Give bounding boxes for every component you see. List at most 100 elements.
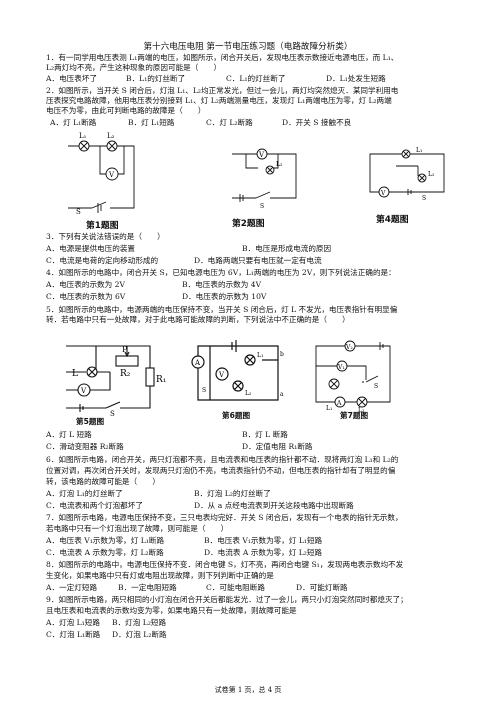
fig7-label-l1: L₁ — [326, 405, 332, 412]
figure-4-circuit: L₁ L₂ V S — [369, 147, 445, 202]
q2-option-c[interactable]: C．灯 L₂断路 — [206, 118, 253, 127]
q6-text-line1: 6．如图所示电路，闭合开关，两只灯泡都不亮，且电流表和电压表的指针都不动．现将两… — [46, 455, 399, 464]
fig7-label-v2: V₂ — [345, 344, 353, 351]
fig6-label-s: S — [202, 387, 206, 394]
q7-option-d[interactable]: D．电流表 A 示数为零，灯 L₂短路 — [204, 548, 323, 557]
q4-options-row1: A．电压表的示数为 2V B．电压表的示数为 4V — [46, 280, 458, 290]
q7-option-c[interactable]: C．电流表 A 示数为零，灯 L₂断路 — [46, 548, 164, 557]
q9-option-c[interactable]: C．灯泡 L₁断路 — [46, 630, 101, 639]
fig4-label-s: S — [422, 195, 426, 202]
q2-text-line3: 电压不为零，由此可判断电路的故障是（ ） — [46, 106, 206, 115]
fig4-label-v: V — [380, 190, 386, 197]
q6-option-a[interactable]: A．灯泡 L₁的灯丝断了 — [46, 489, 123, 498]
q9-options-row1: A．灯泡 L₁短路 B．灯泡 L₂短路 — [46, 618, 458, 628]
q8-option-d[interactable]: D．可能灯断路 — [296, 583, 348, 592]
q6-text-line2: 位置对调，再次闭合开关时，发现两只灯泡仍不亮，电流表指针仍不动，但电压表的指针却… — [46, 466, 396, 475]
q9-text-line1: 9．如图所示电路，两只相同的小灯泡在闭合开关后都能发光．过了一会儿，两只小灯泡突… — [46, 595, 408, 604]
q3-option-a[interactable]: A．电源是提供电压的装置 — [46, 244, 136, 253]
q6-option-c[interactable]: C．电流表和两个灯泡都坏了 — [46, 501, 143, 510]
q5-option-b[interactable]: B．灯 L 断路 — [242, 430, 288, 439]
figure-5-caption: 第5题图 — [76, 417, 105, 426]
fig7-label-s: S — [374, 383, 378, 390]
q1-text-line2: L₂两灯均不亮，产生这种现象的原因可能是（ ） — [46, 63, 222, 72]
fig7-label-a: A — [336, 400, 342, 407]
page-title: 第十六电压电阻 第一节电压练习题（电路故障分析类） — [143, 42, 353, 52]
q8-option-c[interactable]: C．可能电阻断路 — [206, 583, 265, 592]
q4-option-a[interactable]: A．电压表的示数为 2V — [46, 280, 125, 289]
q3-options-row1: A．电源是提供电压的装置 B．电压是形成电流的原因 — [46, 244, 458, 254]
q5-option-d[interactable]: D．定值电阻 R₁断路 — [242, 442, 313, 451]
q1-options: A．电压表坏了 B．L₁的灯丝断了 C．L₁的灯丝断了 D．L₁处发生短路 — [46, 74, 458, 84]
figure-2-circuit: V L₂ S — [232, 148, 297, 210]
fig1-label-s: S — [76, 208, 81, 216]
fig4-label-l1: L₁ — [416, 147, 422, 154]
figure-6-caption: 第6题图 — [222, 411, 251, 420]
q2-text-line2: 压表探究电路故障，他用电压表分别接到 L₁、灯 L₂两端测量电压，发现灯 L₁两… — [46, 96, 392, 105]
q4-options-row2: C．电压表的示数为 6V D．电压表的示数为 10V — [46, 292, 458, 302]
q5-text-line1: 5．如图所示的电路中，电源两端的电压保持不变，当开关 S 闭合后，灯 L 不发光… — [46, 305, 398, 314]
q6-option-d[interactable]: D．从 a 点经电流表到开关这段电路中出现断路 — [194, 501, 354, 510]
fig2-label-l2: L₂ — [276, 161, 283, 168]
q1-option-c[interactable]: C．L₁的灯丝断了 — [226, 74, 286, 83]
fig4-label-l2: L₂ — [428, 171, 435, 178]
q1-option-a[interactable]: A．电压表坏了 — [46, 74, 98, 83]
fig5-label-v: V — [80, 387, 87, 395]
fig5-label-s: S — [110, 410, 115, 416]
q4-option-d[interactable]: D．电压表的示数为 10V — [182, 292, 267, 301]
fig1-label-l2: L₂ — [107, 132, 115, 140]
q5-text-line2: 转．若电路中只有一处故障，对于此电路可能故障的判断，下列说法中不正确的是（ ） — [46, 315, 350, 324]
q3-option-c[interactable]: C．电流是电荷的定向移动形成的 — [46, 256, 159, 265]
q2-option-b[interactable]: B．灯 L₁短路 — [128, 118, 175, 127]
q2-option-a[interactable]: A．灯 L₁断路 — [50, 118, 97, 127]
q7-option-a[interactable]: A．电压表 V₁示数为零，灯 L₁断路 — [46, 536, 165, 545]
q8-option-b[interactable]: B．一定电阻短路 — [118, 583, 177, 592]
q3-option-b[interactable]: B．电压是形成电流的原因 — [242, 244, 332, 253]
q1-option-b[interactable]: B．L₁的灯丝断了 — [126, 74, 186, 83]
q4-text: 4．如图所示的电路中，闭合开关 S，已知电源电压为 6V，L₁两端的电压为 2V… — [46, 268, 396, 277]
q3-text: 3．下列有关说法错误的是（ ） — [46, 232, 165, 241]
fig5-label-r2: R₂ — [120, 369, 131, 379]
q8-option-a[interactable]: A．一定灯短路 — [46, 583, 98, 592]
figure-5-circuit: L P R₂ R₁ V S — [66, 345, 166, 416]
fig5-label-p: P — [122, 345, 128, 354]
q5-options-row1: A．灯 L 短路 B．灯 L 断路 — [46, 430, 458, 440]
q9-option-a[interactable]: A．灯泡 L₁短路 — [46, 618, 100, 627]
q5-option-a[interactable]: A．灯 L 短路 — [46, 430, 92, 439]
fig1-label-l1: L₁ — [79, 132, 87, 140]
q2-text-line1: 2．如图所示，当开关 S 闭合后，灯泡 L₁、L₂均正常发光，但过一会儿，两灯均… — [46, 86, 399, 95]
q7-options-row2: C．电流表 A 示数为零，灯 L₂断路 D．电流表 A 示数为零，灯 L₂短路 — [46, 548, 458, 558]
q9-option-b[interactable]: B．灯泡 L₂短路 — [112, 618, 167, 627]
fig5-label-l: L — [72, 369, 78, 379]
figure-4-caption: 第4题图 — [376, 215, 409, 225]
q5-option-c[interactable]: C．滑动变阻器 R₂断路 — [46, 442, 124, 451]
figure-1-caption: 第1题图 — [86, 221, 119, 231]
q8-text-line2: 生变化，如果电路中只有灯或电阻出现故障，则下列判断中正确的是 — [46, 571, 274, 580]
q2-options: A．灯 L₁断路 B．灯 L₁短路 C．灯 L₂断路 D．开关 S 接触不良 — [46, 118, 458, 128]
fig5-label-r1: R₁ — [156, 375, 166, 385]
q7-options-row1: A．电压表 V₁示数为零，灯 L₁断路 B．电压表 V₁示数为零，灯 L₁短路 — [46, 536, 458, 546]
q9-option-d[interactable]: D．灯泡 L₂断路 — [112, 630, 167, 639]
q5-options-row2: C．滑动变阻器 R₂断路 D．定值电阻 R₁断路 — [46, 442, 458, 452]
q8-options: A．一定灯短路 B．一定电阻短路 C．可能电阻断路 D．可能灯断路 — [46, 583, 458, 593]
q9-options-row2: C．灯泡 L₁断路 D．灯泡 L₂断路 — [46, 630, 458, 640]
fig6-label-a-point: a — [280, 391, 284, 398]
q9-text-line2: 且电压表和电流表的示数均变为零，如果电路只有一处故障，则故障可能是 — [46, 606, 297, 615]
fig2-label-s: S — [260, 203, 264, 210]
q3-option-d[interactable]: D．电路两端只要有电压就一定有电流 — [194, 256, 322, 265]
fig1-label-v: V — [108, 171, 115, 179]
q4-option-c[interactable]: C．电压表的示数为 6V — [46, 292, 126, 301]
q2-option-d[interactable]: D．开关 S 接触不良 — [282, 118, 352, 127]
q7-option-b[interactable]: B．电压表 V₁示数为零，灯 L₁短路 — [204, 536, 323, 545]
q6-option-b[interactable]: B．灯泡 L₂的灯丝断了 — [194, 489, 271, 498]
fig6-label-a: A — [194, 359, 201, 367]
fig6-label-b: b — [280, 351, 284, 358]
page-footer: 试卷第 1 页，总 4 页 — [214, 686, 282, 694]
q6-text-line3: 转，该电路的故障可能是（ ） — [46, 477, 160, 486]
figure-7-circuit: V₂ V₁ S A L₁ L₂ — [315, 340, 391, 412]
q1-text-line1: 1．有一同学用电压表测 L₁两端的电压，如图所示，闭合开关后，发现电压表示数接近… — [46, 53, 399, 62]
q1-option-d[interactable]: D．L₁处发生短路 — [326, 74, 386, 83]
q4-option-b[interactable]: B．电压表的示数为 4V — [182, 280, 262, 289]
fig6-label-v: V — [218, 371, 225, 379]
figure-7-caption: 第7题图 — [340, 411, 369, 420]
